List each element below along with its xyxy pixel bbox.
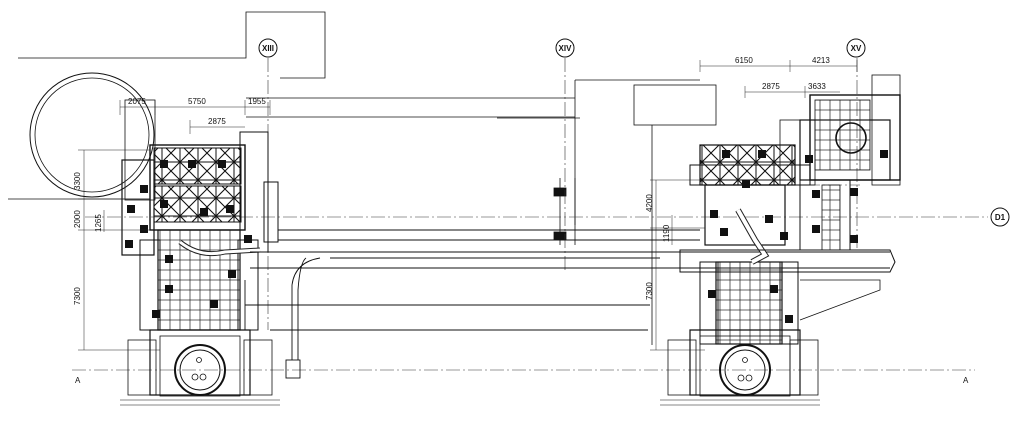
dim-right-mid-1: 2875 bbox=[762, 82, 780, 91]
right-unit-blocks bbox=[708, 150, 888, 323]
dim-left-top-3: 1955 bbox=[248, 97, 266, 106]
dim-right-v-2: 1190 bbox=[662, 224, 671, 242]
grid-axis-markers: XIII XIV XV D1 bbox=[258, 38, 1010, 227]
dim-right-mid-2: 3633 bbox=[808, 82, 826, 91]
left-unit-blocks bbox=[125, 160, 252, 318]
section-marks: A A bbox=[75, 376, 969, 385]
dim-left-mid: 2875 bbox=[208, 117, 226, 126]
dim-right-top-2: 4213 bbox=[812, 56, 830, 65]
svg-text:XIV: XIV bbox=[559, 44, 573, 53]
dim-right-v-3: 7300 bbox=[645, 282, 654, 300]
svg-text:XIII: XIII bbox=[262, 44, 274, 53]
svg-text:XV: XV bbox=[851, 44, 862, 53]
building-outline bbox=[18, 11, 717, 345]
right-unit bbox=[660, 74, 901, 406]
axis-bubble-d1: D1 bbox=[990, 207, 1010, 227]
connecting-beam bbox=[244, 229, 890, 379]
section-mark-left: A bbox=[75, 376, 81, 385]
dimension-labels: 2075 5750 1955 2875 3300 2000 1265 7300 … bbox=[73, 56, 830, 305]
svg-text:D1: D1 bbox=[995, 213, 1006, 222]
dim-right-v-1: 4200 bbox=[645, 194, 654, 212]
axis-bubble-xv: XV bbox=[846, 38, 866, 58]
axis-bubble-xiv: XIV bbox=[555, 38, 575, 58]
dim-left-v-1: 3300 bbox=[73, 172, 82, 190]
dim-right-top-1: 6150 bbox=[735, 56, 753, 65]
dim-left-top-1: 2075 bbox=[128, 97, 146, 106]
dim-left-top-2: 5750 bbox=[188, 97, 206, 106]
section-mark-right: A bbox=[963, 376, 969, 385]
axis-bubble-xiii: XIII bbox=[258, 38, 278, 58]
dim-left-v-2: 2000 bbox=[73, 210, 82, 228]
left-unit bbox=[120, 99, 280, 406]
dim-left-v-4: 7300 bbox=[73, 287, 82, 305]
dim-left-v-3: 1265 bbox=[94, 214, 103, 232]
dimension-lines bbox=[78, 60, 858, 351]
